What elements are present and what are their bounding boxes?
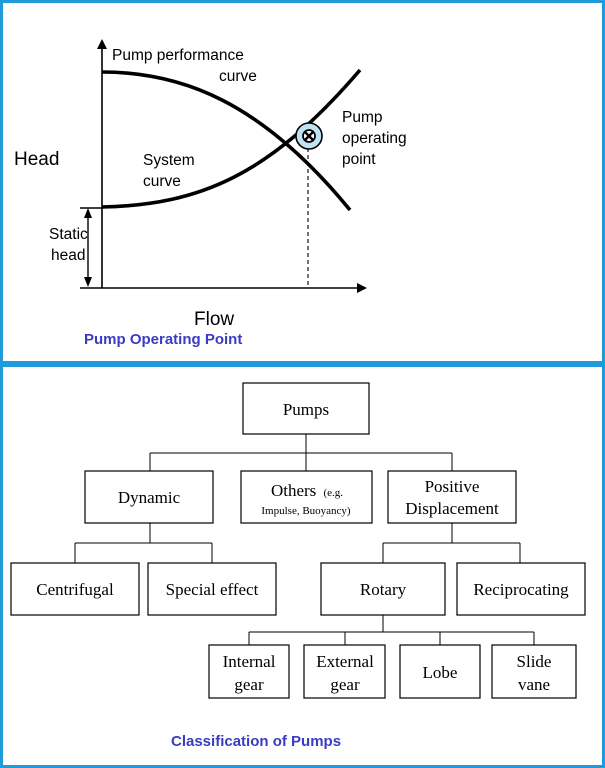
system-curve-label-line1: System xyxy=(143,152,195,169)
operating-point-label-line1: Pump xyxy=(342,109,383,126)
operating-point-label-line2: operating xyxy=(342,130,407,147)
pump-curve-label-line2: curve xyxy=(219,68,257,85)
operating-point-caption: Pump Operating Point xyxy=(84,331,242,348)
static-head-label-line2: head xyxy=(51,247,85,264)
node-centrifugal xyxy=(10,562,140,616)
node-special-effect-label: Special effect xyxy=(166,580,259,599)
node-centrifugal-label: Centrifugal xyxy=(36,580,114,599)
static-head-label-line1: Static xyxy=(49,226,88,243)
static-head-arrow-top xyxy=(84,208,92,218)
node-rotary xyxy=(320,562,446,616)
node-others-note1: (e.g. xyxy=(324,487,344,499)
node-positive-label-line2: Displacement xyxy=(405,499,499,518)
classification-panel: Pumps Dynamic Others (e.g. Impulse, Buoy… xyxy=(0,364,605,768)
node-lobe xyxy=(399,644,481,699)
node-reciprocating-label: Reciprocating xyxy=(473,580,569,599)
node-dynamic-label: Dynamic xyxy=(118,488,181,507)
node-slide-label-line2: vane xyxy=(518,675,550,694)
pump-curve-label-line1: Pump performance xyxy=(112,47,244,64)
node-lobe-label: Lobe xyxy=(423,663,458,682)
pump-performance-curve xyxy=(101,70,352,212)
system-curve xyxy=(101,68,362,209)
node-slide-label-line1: Slide xyxy=(517,652,552,671)
node-others-note2: Impulse, Buoyancy) xyxy=(261,505,351,517)
node-others-label: Others (e.g. xyxy=(271,481,343,500)
operating-point-label-line3: point xyxy=(342,151,376,168)
node-external-label-line1: External xyxy=(316,652,374,671)
node-pumps xyxy=(242,382,370,435)
node-positive-displacement xyxy=(387,470,517,524)
node-external-label-line2: gear xyxy=(330,675,360,694)
node-pumps-label: Pumps xyxy=(283,400,329,419)
node-dynamic xyxy=(84,470,214,524)
static-head-arrow-bottom xyxy=(84,277,92,287)
system-curve-label-line2: curve xyxy=(143,173,181,190)
node-special-effect xyxy=(147,562,277,616)
node-slide-vane xyxy=(491,644,577,699)
node-internal-label-line1: Internal xyxy=(223,652,276,671)
classification-diagram: Pumps Dynamic Others (e.g. Impulse, Buoy… xyxy=(10,382,586,750)
x-axis-label: Flow xyxy=(194,309,234,330)
connector-lines xyxy=(74,434,535,645)
node-reciprocating xyxy=(456,562,586,616)
y-axis-label: Head xyxy=(14,149,59,170)
node-others xyxy=(240,470,373,524)
node-positive-label-line1: Positive xyxy=(425,477,480,496)
node-others-main: Others xyxy=(271,481,316,500)
node-internal-gear xyxy=(208,644,290,699)
classification-caption: Classification of Pumps xyxy=(171,733,341,750)
circled-x-icon xyxy=(295,122,323,150)
node-rotary-label: Rotary xyxy=(360,580,407,599)
operating-point-panel: Pump performance curve System curve Pump… xyxy=(0,0,605,364)
node-internal-label-line2: gear xyxy=(234,675,264,694)
node-external-gear xyxy=(303,644,386,699)
operating-point-diagram: Pump performance curve System curve Pump… xyxy=(14,39,407,348)
